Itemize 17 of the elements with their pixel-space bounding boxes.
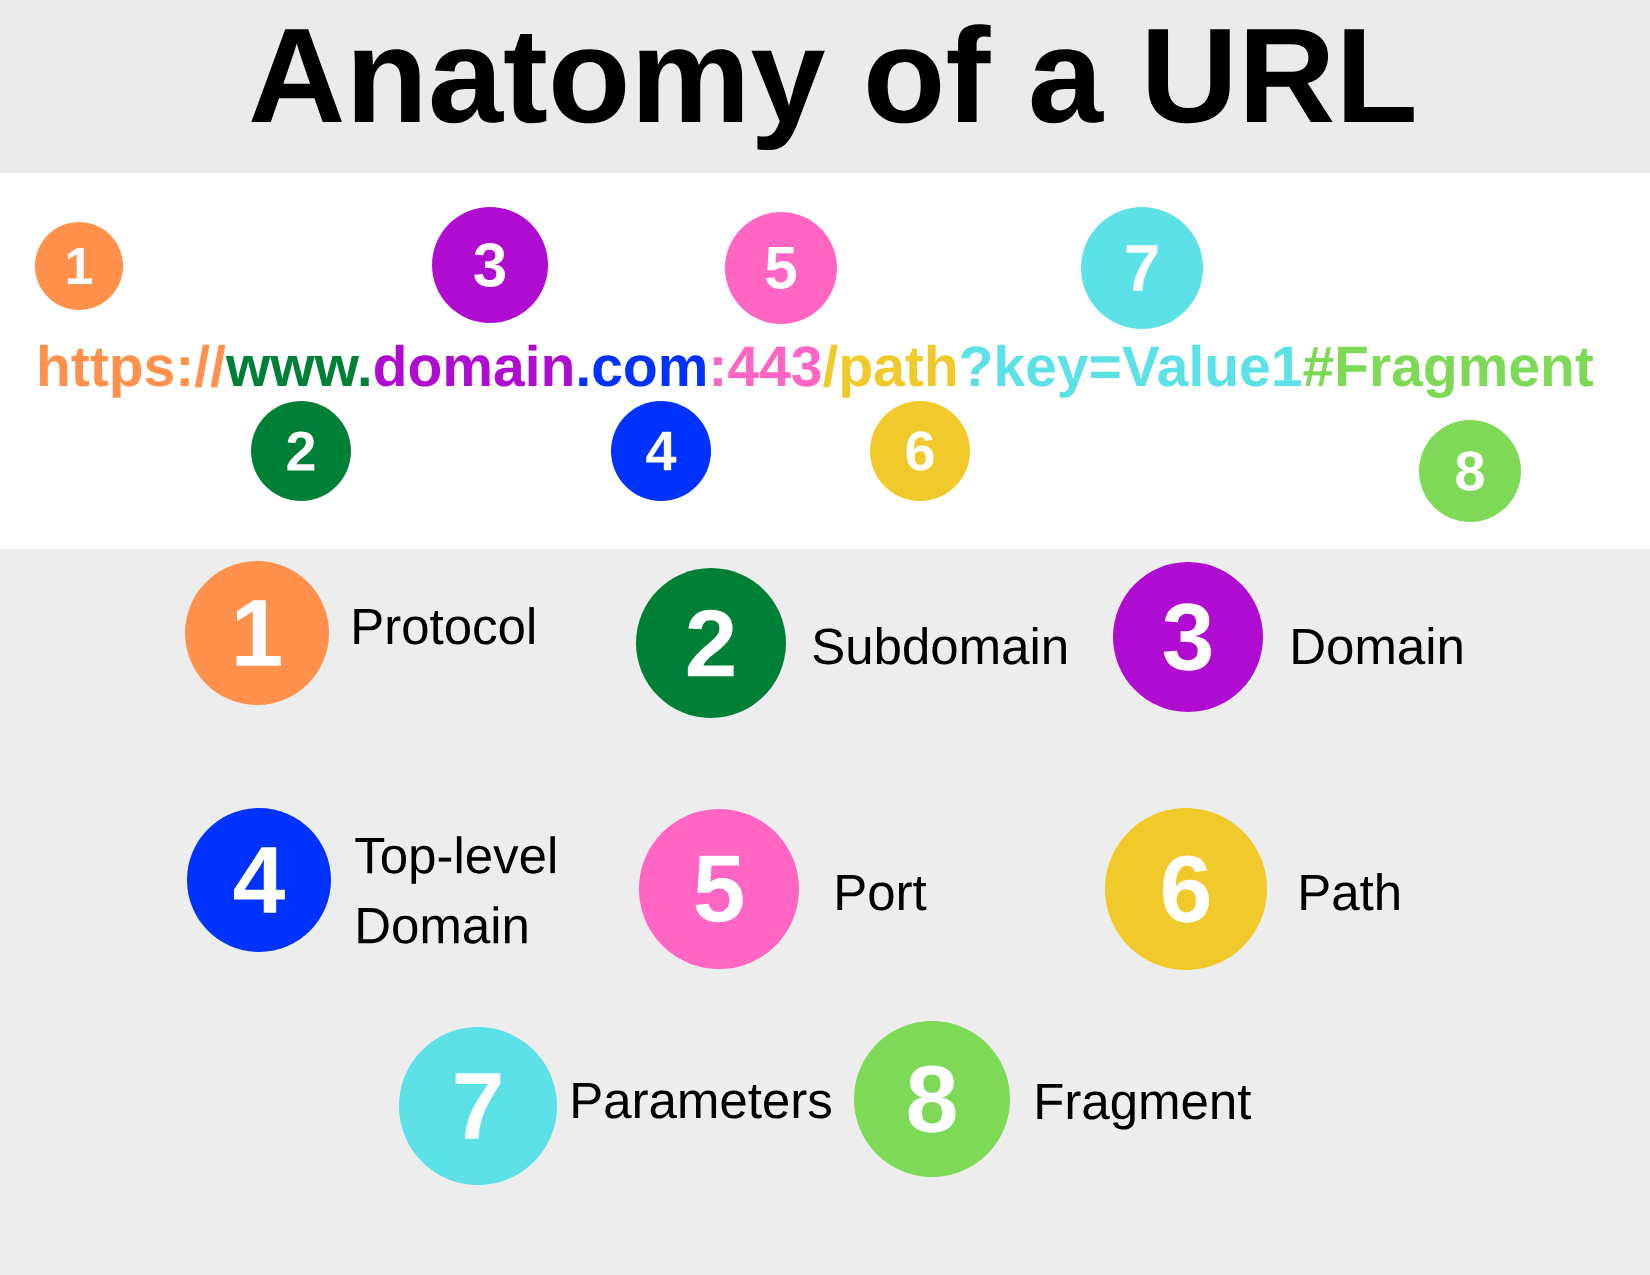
url-text: :443 — [713, 346, 821, 387]
part-label: Port — [837, 874, 927, 911]
part-label: Domain — [1293, 627, 1462, 665]
url-text: /path — [823, 344, 956, 398]
part-label: Parameters — [573, 1082, 831, 1119]
part-label: Protocol — [354, 607, 534, 645]
title-banner: Anatomy of a URL — [0, 0, 1650, 173]
url-text: #Fragment — [1303, 346, 1594, 399]
part-label: Fragment — [1037, 1083, 1252, 1130]
part-label: Path — [1301, 873, 1399, 911]
url-text: ?key=Value1 — [961, 344, 1301, 398]
url-text: domain — [375, 344, 572, 387]
part-label: Subdomain — [813, 627, 1066, 665]
url-text: www. — [225, 355, 369, 386]
url-text: .com — [579, 355, 705, 387]
part-label: Top-level Domain — [355, 836, 555, 944]
url-text: https:// — [40, 344, 226, 398]
